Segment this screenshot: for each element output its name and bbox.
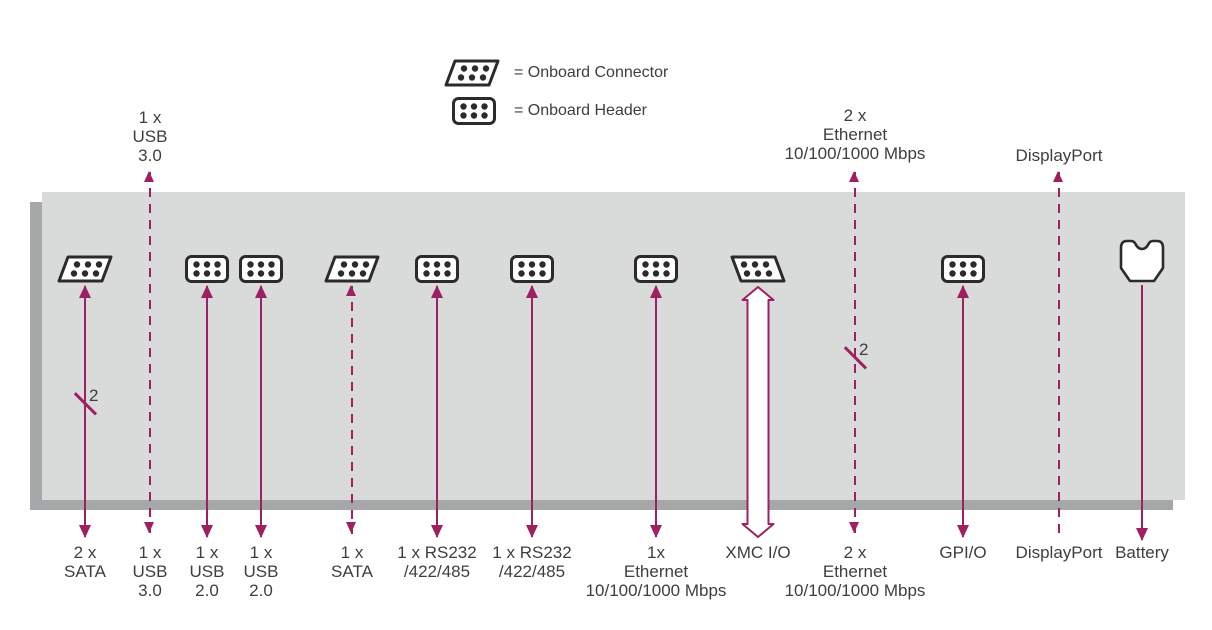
port-bottom-label-sata-2x: 2 x SATA (64, 543, 106, 581)
bus-width-count-eth-2x: 2 (859, 340, 869, 359)
legend-connector-label: = Onboard Connector (514, 64, 669, 81)
port-arrowhead-up-usb2-a (201, 285, 213, 298)
port-arrowhead-up-sata-1x (346, 285, 356, 296)
port-bottom-label-usb2-b: 1 x USB 2.0 (243, 543, 279, 600)
port-bottom-label-rs232-b: 1 x RS232 /422/485 (492, 543, 572, 581)
onboard-header-icon-rs232-b (510, 255, 554, 288)
port-arrowhead-down-usb2-a (201, 525, 213, 538)
bus-width-count-sata-2x: 2 (89, 386, 99, 405)
port-line-displayport (1057, 172, 1061, 533)
onboard-header-icon-usb2-b (239, 255, 283, 288)
port-line-eth-2x (853, 172, 857, 534)
port-arrowhead-down-usb3 (144, 522, 154, 533)
port-arrowhead-up-displayport (1053, 171, 1063, 182)
port-bottom-label-displayport: DisplayPort (1015, 543, 1103, 562)
onboard-connector-legend-icon (443, 59, 501, 92)
port-arrowhead-down-sata-2x (79, 525, 91, 538)
port-line-usb2-b (259, 286, 263, 537)
onboard-header-icon-usb2-a (185, 255, 229, 288)
port-bottom-label-usb3: 1 x USB 3.0 (132, 543, 168, 600)
port-arrowhead-down-eth-2x (849, 522, 859, 533)
port-top-label-displayport: DisplayPort (1015, 146, 1103, 165)
port-line-sata-1x (350, 286, 354, 534)
port-arrowhead-down-gpio (957, 525, 969, 538)
port-arrow-xmc-io (741, 286, 775, 543)
port-top-label-usb3: 1 x USB 3.0 (132, 108, 168, 165)
port-arrowhead-down-battery (1136, 528, 1148, 541)
port-bottom-label-usb2-a: 1 x USB 2.0 (189, 543, 225, 600)
port-bottom-label-sata-1x: 1 x SATA (331, 543, 373, 581)
port-line-eth-1x (654, 286, 658, 537)
onboard-header-icon-eth-1x (634, 255, 678, 288)
port-arrowhead-up-eth-1x (650, 285, 662, 298)
port-line-sata-2x (83, 286, 87, 537)
port-arrowhead-down-eth-1x (650, 525, 662, 538)
port-bottom-label-battery: Battery (1115, 543, 1169, 562)
port-arrowhead-up-sata-2x (79, 285, 91, 298)
port-bottom-label-rs232-a: 1 x RS232 /422/485 (397, 543, 477, 581)
port-arrowhead-down-sata-1x (346, 522, 356, 533)
port-bottom-label-gpio: GPI/O (939, 543, 987, 562)
port-arrowhead-up-rs232-b (526, 285, 538, 298)
port-arrowhead-up-eth-2x (849, 171, 859, 182)
port-bottom-label-xmc-io: XMC I/O (725, 543, 791, 562)
port-line-battery (1140, 285, 1144, 540)
board-outline (42, 192, 1185, 500)
port-bottom-label-eth-2x: 2 x Ethernet 10/100/1000 Mbps (784, 543, 926, 600)
port-line-usb2-a (205, 286, 209, 537)
port-arrowhead-down-rs232-b (526, 525, 538, 538)
port-arrowhead-up-rs232-a (431, 285, 443, 298)
port-bottom-label-eth-1x: 1x Ethernet 10/100/1000 Mbps (585, 543, 727, 600)
port-line-usb3 (148, 172, 152, 534)
onboard-connector-icon-xmc-io (729, 255, 787, 288)
port-arrowhead-down-usb2-b (255, 525, 267, 538)
port-arrowhead-down-rs232-a (431, 525, 443, 538)
port-arrowhead-up-gpio (957, 285, 969, 298)
port-line-rs232-b (530, 286, 534, 537)
port-line-rs232-a (435, 286, 439, 537)
legend-header-label: = Onboard Header (514, 102, 647, 119)
port-line-gpio (961, 286, 965, 537)
battery-icon-battery (1117, 238, 1167, 291)
port-top-label-eth-2x: 2 x Ethernet 10/100/1000 Mbps (784, 106, 926, 163)
onboard-header-icon-rs232-a (415, 255, 459, 288)
onboard-connector-icon-sata-1x (323, 255, 381, 288)
onboard-header-icon-gpio (941, 255, 985, 288)
onboard-header-legend-icon (452, 97, 496, 130)
port-arrowhead-up-usb3 (144, 171, 154, 182)
port-arrowhead-up-usb2-b (255, 285, 267, 298)
onboard-connector-icon-sata-2x (56, 255, 114, 288)
